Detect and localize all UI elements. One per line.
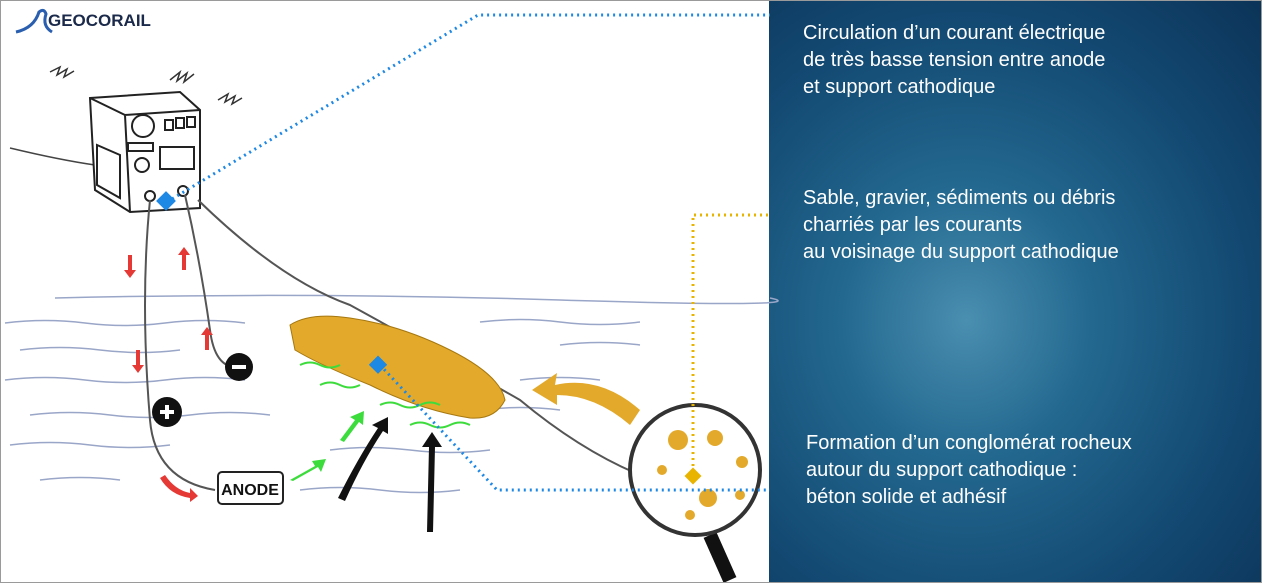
flow-arrows-black <box>338 417 442 532</box>
caption-line: béton solide et adhésif <box>806 486 1007 508</box>
current-arrows-red <box>124 247 213 502</box>
underwater-photo-panel <box>769 0 1262 583</box>
magnifier-icon <box>628 403 762 583</box>
cathodic-support-conglomerate <box>289 315 506 419</box>
anode-box <box>217 471 284 505</box>
caption-line: Circulation d’un courant électrique <box>803 22 1106 44</box>
caption-conglomerate: Formation d’un conglomérat rocheux autou… <box>806 430 1132 511</box>
blue-marker <box>368 355 388 374</box>
caption-line: Sable, gravier, sédiments ou débris <box>803 187 1116 209</box>
flow-arrows-green <box>290 411 364 481</box>
caption-line: Formation d’un conglomérat rocheux <box>806 432 1132 454</box>
lightning-icons <box>49 65 243 106</box>
caption-line: et support cathodique <box>803 76 996 98</box>
caption-line: de très basse tension entre anode <box>803 49 1106 71</box>
power-generator-icon <box>88 90 201 214</box>
caption-line: autour du support cathodique : <box>806 459 1078 481</box>
current-flow-arrow <box>532 373 640 425</box>
caption-line: au voisinage du support cathodique <box>803 241 1119 263</box>
caption-line: charriés par les courants <box>803 214 1022 236</box>
caption-electric-current: Circulation d’un courant électrique de t… <box>803 20 1105 101</box>
caption-sediments: Sable, gravier, sédiments ou débris char… <box>803 185 1119 266</box>
yellow-marker <box>684 467 702 485</box>
geocorail-logo: GEOCORAIL <box>14 8 151 34</box>
wave-logo-icon <box>15 8 53 34</box>
anode-label: ANODE <box>221 482 279 499</box>
blue-marker <box>156 191 176 211</box>
